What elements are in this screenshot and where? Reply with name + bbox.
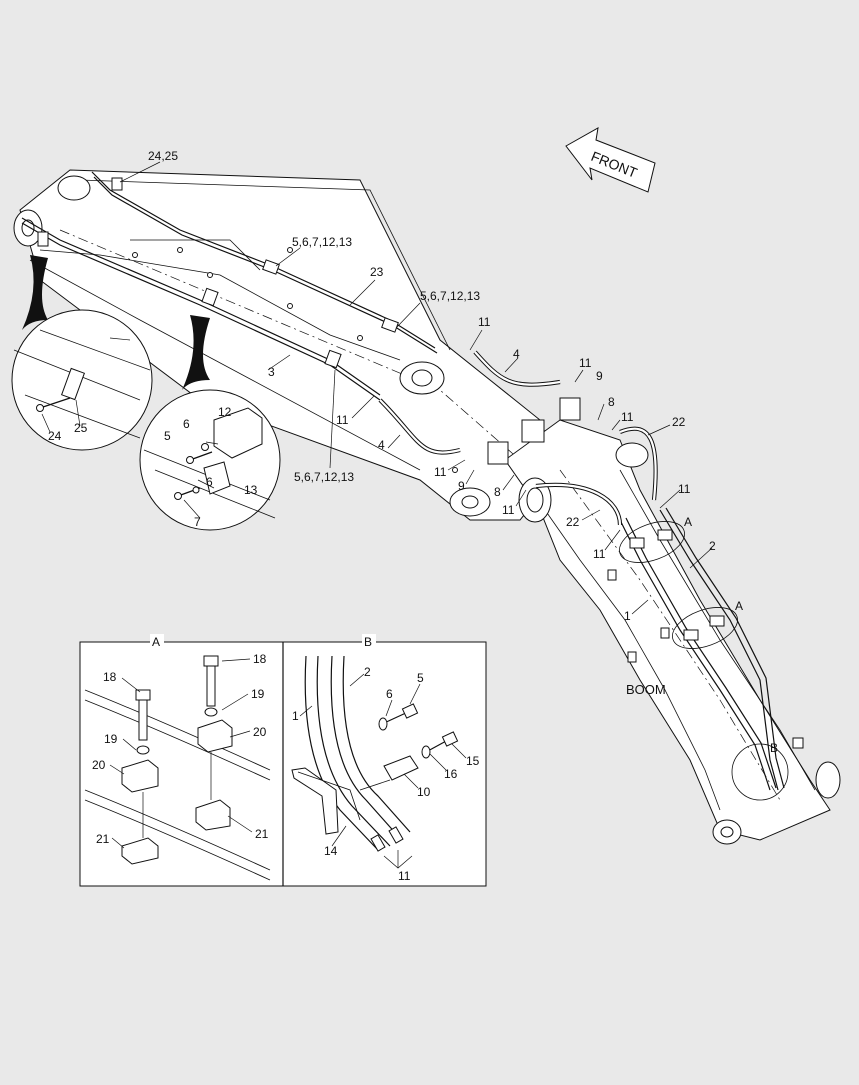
panel-a-title: A [152, 635, 160, 649]
panel-b-callout-1: 1 [292, 709, 299, 723]
callout-11-h: 11 [593, 547, 606, 561]
panel-b-callout-11: 11 [398, 869, 411, 883]
boom-pipe-2 [659, 507, 785, 791]
callout-A-lower: A [735, 599, 743, 613]
callout-5-6-7-12-13-upper: 5,6,7,12,13 [292, 235, 352, 249]
panel-a-callout-20-upper: 20 [253, 725, 267, 739]
callout-11-a: 11 [478, 315, 491, 329]
callout-25: 25 [74, 421, 88, 435]
panel-b-callout-10: 10 [417, 785, 431, 799]
callout-7: 7 [194, 515, 201, 529]
callout-5-6-7-12-13-lower: 5,6,7,12,13 [294, 470, 354, 484]
callout-4-b: 4 [378, 438, 385, 452]
callout-labels: 24,25 5,6,7,12,13 23 5,6,7,12,13 3 5,6,7… [48, 149, 778, 883]
detail-circle-b [731, 743, 789, 801]
callout-11-f: 11 [434, 465, 447, 479]
panel-b-callout-14: 14 [324, 844, 338, 858]
panel-b-callout-15: 15 [466, 754, 480, 768]
callout-5-6-7-12-13-mid: 5,6,7,12,13 [420, 289, 480, 303]
panel-a-callout-21-left: 21 [96, 832, 110, 846]
arm-hoses [378, 350, 561, 455]
callout-6-a: 6 [183, 417, 190, 431]
callout-A-upper: A [684, 515, 692, 529]
callout-12: 12 [218, 405, 232, 419]
callout-8-a: 8 [608, 395, 615, 409]
panel-b-callout-2: 2 [364, 665, 371, 679]
panel-b-callout-5: 5 [417, 671, 424, 685]
callout-4-a: 4 [513, 347, 520, 361]
callout-B: B [770, 741, 778, 755]
detail-circle-a-lower [672, 607, 738, 649]
panel-b-callout-6: 6 [386, 687, 393, 701]
callout-24-25: 24,25 [148, 149, 178, 163]
callout-9-b: 9 [458, 479, 465, 493]
arm-pipe-clamps [37, 177, 399, 369]
detail-circle-a-upper [619, 521, 685, 563]
callout-3: 3 [268, 365, 275, 379]
callout-11-g: 11 [502, 503, 515, 517]
arm-assembly [13, 169, 561, 521]
panel-b-title: B [364, 635, 372, 649]
callout-11-e: 11 [336, 413, 349, 427]
callout-22-a: 22 [672, 415, 686, 429]
callout-13: 13 [244, 483, 258, 497]
callout-23: 23 [370, 265, 384, 279]
callout-11-b: 11 [579, 356, 592, 370]
detail-panel-b [291, 655, 467, 869]
callout-leaders [41, 161, 713, 615]
callout-5-a: 5 [164, 429, 171, 443]
boom-hoses [535, 426, 658, 526]
callout-11-d: 11 [678, 482, 691, 496]
zoom-circle-5-13 [139, 315, 281, 531]
boom-label: BOOM [626, 682, 666, 697]
callout-2: 2 [709, 539, 716, 553]
callout-11-c: 11 [621, 410, 634, 424]
zoom-circle-24-25 [11, 255, 153, 451]
panel-a-callout-18-upper: 18 [253, 652, 267, 666]
callout-24: 24 [48, 429, 62, 443]
detail-panel-a [84, 655, 271, 881]
front-arrow-icon: FRONT [565, 127, 656, 193]
panel-a-callout-19-lower: 19 [104, 732, 118, 746]
callout-1: 1 [624, 609, 631, 623]
panel-a-callout-19-upper: 19 [251, 687, 265, 701]
panel-a-callout-20-lower: 20 [92, 758, 106, 772]
panel-b-callout-16: 16 [444, 767, 458, 781]
callout-8-b: 8 [494, 485, 501, 499]
callout-9-a: 9 [596, 369, 603, 383]
boom-pipe-1 [619, 517, 777, 791]
panel-a-callout-21-right: 21 [255, 827, 269, 841]
panel-a-callout-18-lower: 18 [103, 670, 117, 684]
callout-6-b: 6 [206, 475, 213, 489]
callout-22-b: 22 [566, 515, 580, 529]
